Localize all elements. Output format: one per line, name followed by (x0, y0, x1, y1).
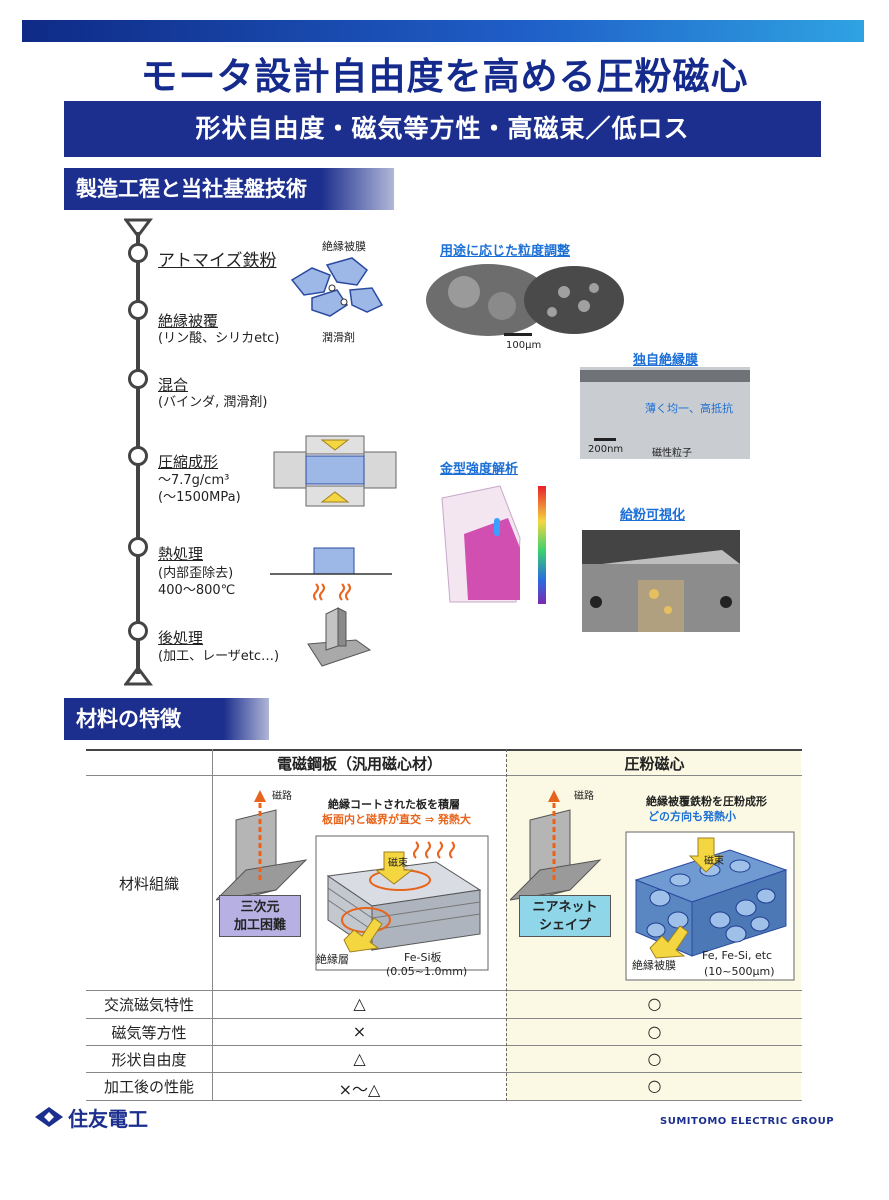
table-col-divider (506, 749, 507, 1101)
powder-note-low-heat: どの方向も発熱小 (648, 810, 736, 823)
mold-stress-analysis-image (441, 485, 546, 604)
powder-lubricant-label: 潤滑剤 (322, 331, 355, 344)
timeline-node (128, 446, 148, 466)
timeline-node (128, 300, 148, 320)
value-steel-isotropy: × (352, 1022, 367, 1041)
value-powder-isotropy: ○ (647, 1022, 662, 1041)
value-powder-post: ○ (647, 1076, 662, 1095)
sumitomo-logo-icon (35, 1107, 63, 1127)
particle-sem-photo (426, 264, 624, 336)
insulation-scale-label: 200nm (588, 444, 624, 455)
table-header-line (86, 775, 802, 776)
column-header-steel: 電磁鋼板（汎用磁心材） (276, 755, 442, 773)
step-post-detail: (加工、レーザetc…) (158, 649, 280, 664)
section-heading-features: 材料の特徴 (64, 698, 269, 740)
coated-powder-illustration (290, 257, 384, 317)
powder-core-illustration (510, 790, 795, 981)
powder-flux-label: 磁束 (704, 856, 724, 867)
caption-particle-size: 用途に応じた粒度調整 (440, 244, 571, 259)
timeline-arrows (124, 218, 153, 686)
step-compaction: 圧縮成形 (158, 453, 219, 471)
steel-note-heat: 板面内と磁界が直交 ⇒ 発熱大 (322, 813, 471, 826)
step-post-processing: 後処理 (158, 629, 204, 647)
value-powder-shape: ○ (647, 1049, 662, 1068)
insulation-note: 薄く均一、高抵抗 (645, 402, 733, 415)
value-powder-ac: ○ (647, 994, 662, 1013)
top-gradient-bar (22, 20, 864, 42)
table-row-line (86, 1072, 802, 1073)
subtitle-band: 形状自由度・磁気等方性・高磁束／低ロス (64, 101, 821, 157)
step-atomized-powder: アトマイズ鉄粉 (158, 251, 277, 271)
powder-path-label: 磁路 (574, 791, 594, 802)
powder-coating-label-table: 絶縁被膜 (632, 959, 676, 972)
caption-insulation-film: 独自絶縁膜 (633, 353, 699, 368)
row-label-isotropy: 磁気等方性 (111, 1024, 187, 1042)
row-label-post-process: 加工後の性能 (103, 1078, 194, 1096)
step-mixing: 混合 (158, 376, 189, 394)
caption-mold-analysis: 金型強度解析 (440, 462, 519, 477)
page-title: モータ設計自由度を高める圧粉磁心 (140, 55, 749, 98)
steel-badge-3d-difficult: 三次元 加工困難 (219, 895, 301, 937)
powder-badge-near-net-shape: ニアネット シェイプ (519, 895, 611, 937)
particle-scale-label: 100μm (506, 340, 542, 351)
table-row-line (86, 990, 802, 991)
particle-scale-bar (504, 333, 532, 336)
timeline-node (128, 537, 148, 557)
steel-flux-label: 磁束 (388, 858, 408, 869)
timeline-node (128, 243, 148, 263)
row-label-structure: 材料組織 (118, 875, 179, 893)
powder-material-label: Fe, Fe-Si, etc (702, 949, 773, 962)
steel-note-laminated: 絶縁コートされた板を積層 (328, 798, 460, 811)
row-label-shape-freedom: 形状自由度 (111, 1051, 187, 1069)
insulation-particle-label: 磁性粒子 (652, 448, 692, 459)
row-label-ac-magnetic: 交流磁気特性 (103, 996, 194, 1014)
footer-group: SUMITOMO ELECTRIC GROUP (660, 1116, 835, 1127)
timeline-node (128, 621, 148, 641)
powder-feed-photo (582, 530, 740, 632)
step-insulation-detail: (リン酸、シリカetc) (158, 331, 280, 346)
steel-laminate-illustration (216, 790, 489, 971)
timeline-node (128, 369, 148, 389)
step-heat-treatment: 熱処理 (158, 545, 204, 563)
steel-layer-label: 絶縁層 (316, 953, 349, 966)
section-heading-process: 製造工程と当社基盤技術 (64, 168, 394, 210)
table-row-line (86, 1045, 802, 1046)
insulation-film-band (580, 370, 750, 382)
table-top-line (86, 749, 802, 751)
step-mixing-detail: (バインダ, 潤滑剤) (158, 395, 268, 410)
table-bottom-line (86, 1100, 802, 1101)
caption-powder-feed: 給粉可視化 (620, 508, 686, 523)
powder-coating-label: 絶縁被膜 (322, 240, 366, 253)
value-steel-post: ×～△ (338, 1080, 381, 1099)
steel-plate-label: Fe-Si板 (404, 951, 442, 964)
step-insulation-coating: 絶縁被覆 (158, 312, 219, 330)
steel-plate-size: (0.05~1.0mm) (386, 965, 468, 978)
value-steel-shape: △ (353, 1049, 366, 1068)
post-processing-part-illustration (307, 607, 372, 667)
powder-note-compacted: 絶縁被覆鉄粉を圧粉成形 (646, 795, 767, 808)
steel-path-label: 磁路 (272, 791, 292, 802)
heat-treatment-illustration (270, 547, 392, 601)
value-steel-ac: △ (353, 994, 366, 1013)
insulation-scale-bar (594, 438, 616, 441)
table-col-line (212, 749, 213, 1101)
powder-size-label: (10~500μm) (704, 965, 775, 978)
step-heat-detail: (内部歪除去) 400～800℃ (158, 566, 236, 598)
table-row-line (86, 1018, 802, 1019)
footer-brand: 住友電工 (68, 1107, 148, 1131)
compaction-die-illustration (273, 435, 397, 507)
column-header-powder: 圧粉磁心 (624, 755, 685, 773)
step-compaction-detail: ～7.7g/cm³ (～1500MPa) (158, 473, 241, 505)
insulation-tem-photo (580, 367, 750, 459)
